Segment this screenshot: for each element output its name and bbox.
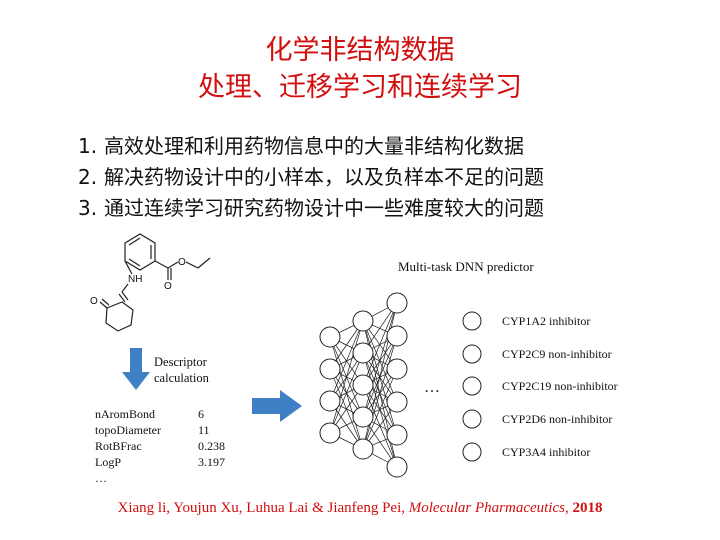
network-node bbox=[319, 358, 341, 380]
output-node bbox=[462, 376, 482, 396]
descriptor-name: LogP bbox=[95, 455, 121, 469]
descriptor-value: 0.238 bbox=[198, 439, 225, 453]
network-node bbox=[386, 292, 408, 314]
descriptor-ellipsis: … bbox=[95, 471, 107, 485]
descriptor-value: 11 bbox=[198, 423, 210, 437]
list-number: 3. bbox=[78, 196, 98, 220]
network-ellipsis: … bbox=[424, 379, 440, 396]
nh-label: NH bbox=[128, 274, 142, 285]
network-node bbox=[352, 342, 374, 364]
title-line-2: 处理、迁移学习和连续学习 bbox=[198, 72, 522, 103]
descriptor-name: RotBFrac bbox=[95, 439, 142, 453]
network-edge bbox=[362, 368, 398, 450]
list-item: 3.通过连续学习研究药物设计中一些难度较大的问题 bbox=[78, 194, 544, 222]
methylene-bond bbox=[118, 293, 126, 303]
list-number: 1. bbox=[78, 134, 98, 158]
citation: Xiang li, Youjun Xu, Luhua Lai & Jianfen… bbox=[0, 500, 720, 517]
network-edge bbox=[362, 302, 398, 418]
amine-bond bbox=[124, 260, 133, 275]
output-node bbox=[462, 344, 482, 364]
carbonyl-o-label: O bbox=[164, 281, 172, 292]
ketone-o-label: O bbox=[90, 296, 98, 307]
network-edge bbox=[362, 320, 398, 403]
descriptor-name: topoDiameter bbox=[95, 423, 161, 437]
output-label: CYP2D6 non-inhibitor bbox=[502, 412, 612, 426]
network-node bbox=[352, 438, 374, 460]
descriptor-name: nAromBond bbox=[95, 407, 155, 421]
network-node bbox=[319, 422, 341, 444]
list-text: 解决药物设计中的小样本，以及负样本不足的问题 bbox=[104, 165, 544, 189]
list-item: 1.高效处理和利用药物信息中的大量非结构化数据 bbox=[78, 132, 524, 160]
list-item: 2.解决药物设计中的小样本，以及负样本不足的问题 bbox=[78, 163, 544, 191]
output-label: CYP3A4 inhibitor bbox=[502, 445, 590, 459]
ketone-bond bbox=[101, 298, 110, 306]
citation-journal: Molecular Pharmaceutics bbox=[408, 500, 565, 516]
network-node bbox=[386, 424, 408, 446]
descriptor-label-1: Descriptor bbox=[154, 355, 208, 369]
ketone-bond bbox=[99, 301, 108, 309]
network-edge bbox=[329, 320, 364, 434]
list-number: 2. bbox=[78, 165, 98, 189]
ester-bond bbox=[167, 261, 179, 269]
network-node bbox=[386, 391, 408, 413]
ring-double-bond bbox=[128, 237, 141, 246]
cyclohexanone-ring bbox=[105, 301, 134, 332]
title-line-1: 化学非结构数据 bbox=[265, 35, 455, 66]
output-node bbox=[462, 409, 482, 429]
output-label: CYP2C19 non-inhibitor bbox=[502, 379, 618, 393]
down-arrow-icon bbox=[122, 348, 150, 390]
output-labels: CYP1A2 inhibitor CYP2C9 non-inhibitor CY… bbox=[502, 314, 618, 459]
descriptor-label-2: calculation bbox=[154, 371, 210, 385]
ethyl-bond bbox=[197, 257, 211, 269]
network-node bbox=[352, 374, 374, 396]
descriptor-value: 3.197 bbox=[198, 455, 225, 469]
list-text: 高效处理和利用药物信息中的大量非结构化数据 bbox=[104, 134, 524, 158]
network-edge bbox=[362, 352, 398, 436]
network-nodes bbox=[319, 292, 408, 478]
output-node bbox=[462, 442, 482, 462]
right-arrow-icon bbox=[252, 390, 302, 422]
output-label: CYP1A2 inhibitor bbox=[502, 314, 590, 328]
network-edge bbox=[329, 352, 364, 434]
descriptor-table: nAromBond 6 topoDiameter 11 RotBFrac 0.2… bbox=[95, 407, 225, 485]
amine-bond bbox=[121, 283, 129, 293]
citation-authors: Xiang li, Youjun Xu, Luhua Lai & Jianfen… bbox=[117, 500, 409, 516]
citation-year: 2018 bbox=[572, 500, 603, 516]
descriptor-value: 6 bbox=[198, 407, 204, 421]
network-node bbox=[319, 326, 341, 348]
network-node bbox=[352, 310, 374, 332]
network-edge bbox=[329, 320, 364, 402]
network-node bbox=[352, 406, 374, 428]
ethyl-bond bbox=[185, 261, 199, 269]
network-node bbox=[386, 325, 408, 347]
output-nodes bbox=[462, 311, 482, 462]
output-label: CYP2C9 non-inhibitor bbox=[502, 347, 612, 361]
molecule-structure bbox=[99, 233, 211, 332]
network-edge bbox=[362, 302, 398, 386]
network-node bbox=[386, 456, 408, 478]
citation-sep: , bbox=[564, 500, 573, 516]
list-text: 通过连续学习研究药物设计中一些难度较大的问题 bbox=[104, 196, 544, 220]
network-edge bbox=[362, 335, 398, 450]
network-node bbox=[386, 358, 408, 380]
methylene-bond bbox=[121, 291, 129, 301]
network-node bbox=[319, 390, 341, 412]
ring-double-bond bbox=[128, 258, 141, 267]
network-title: Multi-task DNN predictor bbox=[398, 259, 534, 274]
ester-o-label: O bbox=[178, 257, 186, 268]
output-node bbox=[462, 311, 482, 331]
ester-bond bbox=[154, 260, 169, 269]
